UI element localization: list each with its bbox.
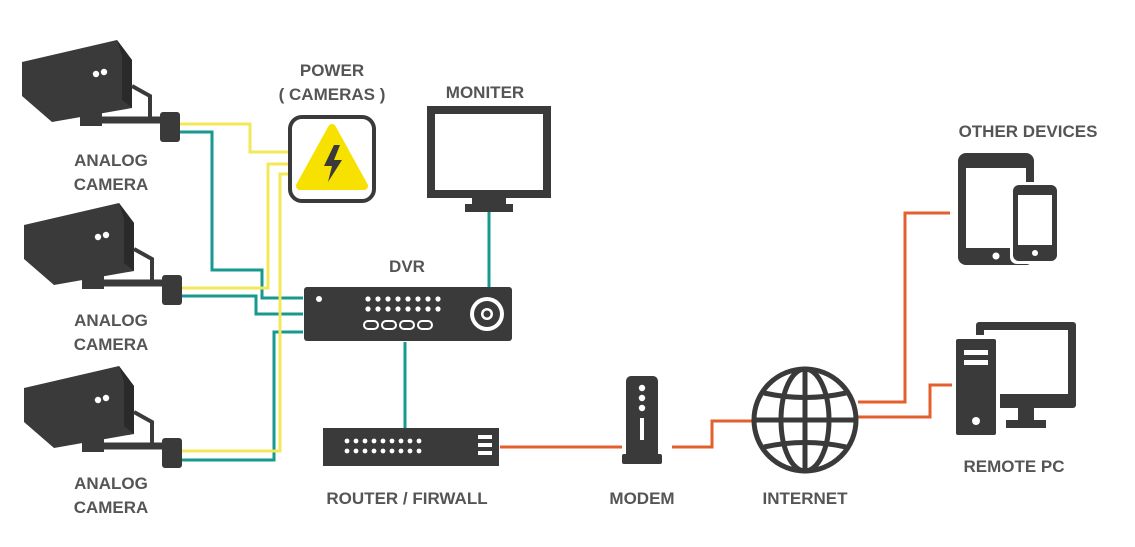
other-devices: OTHER DEVICES xyxy=(958,122,1097,265)
power-wire-camera-1 xyxy=(180,122,290,154)
wire-modem-internet xyxy=(672,419,752,449)
power-label-line2: ( CAMERAS ) xyxy=(279,85,386,104)
router-firewall: ROUTER / FIRWALL xyxy=(323,428,499,508)
analog-camera-2: ANALOG CAMERA xyxy=(24,203,182,354)
network-wires xyxy=(500,211,952,449)
power-supply: POWER ( CAMERAS ) xyxy=(279,61,386,203)
camera-icon xyxy=(22,40,180,142)
remote-pc: REMOTE PC xyxy=(952,322,1076,476)
camera-1-label-line1: ANALOG xyxy=(74,151,148,170)
power-wires xyxy=(180,122,290,453)
phone-icon xyxy=(1010,182,1060,264)
monitor-icon xyxy=(427,106,551,212)
internet-label: INTERNET xyxy=(763,489,849,508)
video-wires xyxy=(180,130,491,462)
camera-2-label-line2: CAMERA xyxy=(74,335,149,354)
dvr-label: DVR xyxy=(389,257,425,276)
internet: INTERNET xyxy=(751,366,859,508)
modem-label: MODEM xyxy=(609,489,674,508)
remote-pc-label: REMOTE PC xyxy=(963,457,1064,476)
router-label: ROUTER / FIRWALL xyxy=(326,489,487,508)
camera-2-label-line1: ANALOG xyxy=(74,311,148,330)
power-wire-camera-3 xyxy=(182,172,290,453)
camera-1-label-line2: CAMERA xyxy=(74,175,149,194)
analog-camera-3: ANALOG CAMERA xyxy=(24,366,182,517)
wire-internet-other-devices xyxy=(858,211,950,404)
wire-internet-remote-pc xyxy=(858,383,952,419)
video-wire-camera-1 xyxy=(180,130,303,300)
globe-icon xyxy=(751,366,859,474)
video-wire-camera-3 xyxy=(182,330,303,462)
monitor: MONITER xyxy=(427,83,551,212)
monitor-label: MONITER xyxy=(446,83,524,102)
camera-icon xyxy=(24,203,182,305)
modem-icon xyxy=(622,376,662,464)
dvr-icon xyxy=(304,287,512,341)
camera-3-label-line1: ANALOG xyxy=(74,474,148,493)
power-label-line1: POWER xyxy=(300,61,364,80)
other-devices-label: OTHER DEVICES xyxy=(959,122,1098,141)
router-icon xyxy=(323,428,499,466)
power-wire-camera-2 xyxy=(182,162,290,290)
pc-tower-icon xyxy=(952,335,1000,439)
camera-icon xyxy=(24,366,182,468)
modem: MODEM xyxy=(609,376,675,508)
lightning-bolt-icon xyxy=(296,124,368,190)
camera-3-label-line2: CAMERA xyxy=(74,498,149,517)
analog-camera-1: ANALOG CAMERA xyxy=(22,40,180,194)
dvr: DVR xyxy=(304,257,512,341)
